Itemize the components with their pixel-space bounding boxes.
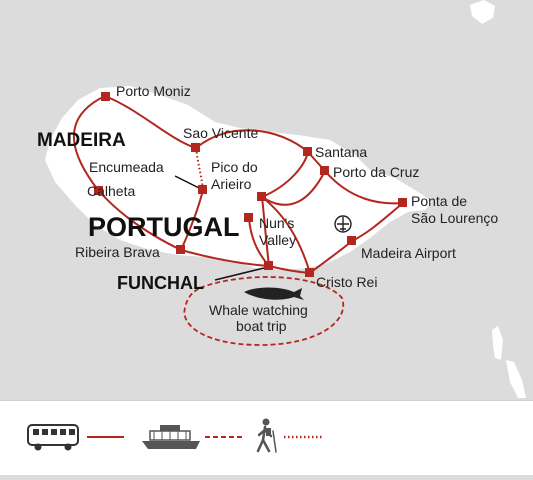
label-ponta-2: São Lourenço — [411, 210, 498, 226]
hiker-icon — [256, 418, 277, 453]
label-funchal: FUNCHAL — [117, 273, 204, 293]
marker-santana — [303, 147, 312, 156]
label-cristo-rei: Cristo Rei — [316, 274, 377, 290]
encumeada-leader — [174, 175, 200, 189]
walking-route-encumeada — [195, 147, 204, 191]
desertas-island-south — [506, 360, 526, 398]
marker-airport — [347, 236, 356, 245]
marker-porto-da-cruz — [320, 166, 329, 175]
marker-ribeira-brava — [176, 245, 185, 254]
map-legend — [0, 400, 533, 475]
route-pico-porto-cruz — [261, 170, 326, 206]
label-nuns-2: Valley — [259, 232, 296, 248]
label-nuns-1: Nun's — [259, 215, 294, 231]
label-madeira-airport: Madeira Airport — [361, 245, 456, 261]
boat-trip-route — [183, 276, 345, 346]
marker-funchal — [264, 261, 273, 270]
label-encumeada: Encumeada — [89, 159, 164, 175]
desertas-island-north — [492, 326, 503, 360]
label-ponta-1: Ponta de — [411, 193, 467, 209]
label-calheta: Calheta — [87, 183, 135, 199]
label-pico-1: Pico do — [211, 159, 258, 175]
route-ponta-airport — [351, 202, 404, 242]
funchal-leader — [214, 267, 265, 281]
label-whale-2: boat trip — [236, 318, 287, 334]
route-calheta-porto-moniz — [73, 95, 106, 191]
route-ribeira-brava-encumeada — [180, 189, 204, 251]
label-portugal: PORTUGAL — [88, 212, 240, 242]
route-funchal-pico — [261, 196, 270, 267]
label-porto-moniz: Porto Moniz — [116, 83, 191, 99]
airport-icon — [334, 215, 352, 233]
label-santana: Santana — [315, 144, 367, 160]
label-whale-1: Whale watching — [209, 302, 308, 318]
marker-porto-moniz — [101, 92, 110, 101]
label-madeira: MADEIRA — [37, 130, 126, 151]
marker-encumeada — [198, 185, 207, 194]
marker-sao-vicente — [191, 143, 200, 152]
marker-calheta — [94, 186, 103, 195]
whale-icon — [244, 287, 304, 300]
porto-santo-island — [470, 0, 495, 24]
label-pico-2: Arieiro — [211, 176, 252, 192]
marker-nuns-valley — [244, 213, 253, 222]
route-calheta-ribeira-brava — [97, 189, 182, 251]
route-porto-moniz-sao-vicente — [104, 95, 197, 149]
boat-icon — [142, 425, 200, 449]
route-cristo-rei-pico — [261, 196, 311, 274]
label-ribeira-brava: Ribeira Brava — [75, 244, 160, 260]
bus-icon — [27, 424, 79, 451]
label-porto-da-cruz: Porto da Cruz — [333, 164, 419, 180]
label-sao-vicente: Sao Vicente — [183, 125, 258, 141]
location-markers — [94, 92, 407, 277]
marker-pico — [257, 192, 266, 201]
route-sao-vicente-santana — [195, 129, 309, 153]
route-porto-cruz-ponta — [324, 170, 404, 205]
marker-ponta — [398, 198, 407, 207]
route-ribeira-brava-funchal — [180, 249, 270, 267]
marker-cristo-rei — [305, 268, 314, 277]
